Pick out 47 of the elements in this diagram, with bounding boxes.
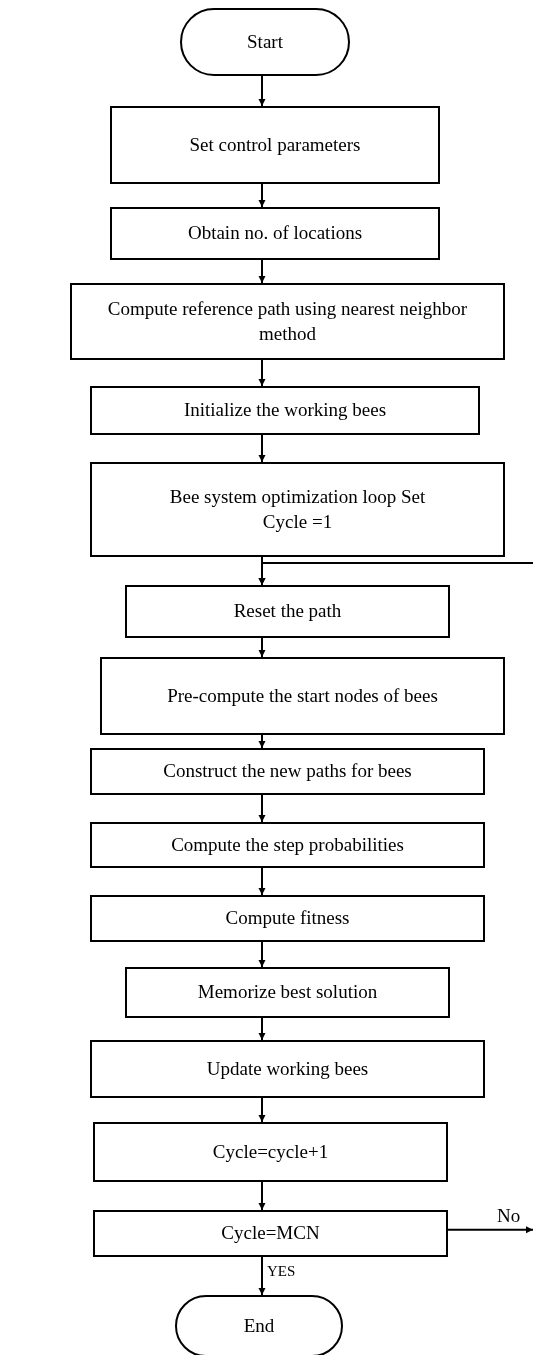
node-text: Compute the step probabilities <box>170 832 405 857</box>
process-box <box>125 585 450 638</box>
process-box <box>90 386 480 435</box>
node-text: Cycle=cycle+1 <box>211 1139 330 1164</box>
arrow <box>258 941 266 968</box>
process-box <box>90 462 505 557</box>
process-box <box>90 748 485 795</box>
arrow <box>258 359 266 387</box>
arrow <box>258 1181 266 1211</box>
node-text: Obtain no. of locations <box>186 221 364 246</box>
arrow <box>258 637 266 658</box>
terminal-shape <box>175 1295 343 1355</box>
node-text: Reset the path <box>232 599 343 624</box>
node-text: Bee system optimization loop Set Cycle =1 <box>168 484 427 534</box>
process-box <box>100 657 505 735</box>
node-text: Initialize the working bees <box>182 398 388 423</box>
node-text: Memorize best solution <box>196 980 379 1005</box>
node-text: Construct the new paths for bees <box>162 759 413 784</box>
process-box <box>93 1122 448 1182</box>
arrow <box>258 867 266 896</box>
node-text: Compute reference path using nearest neighbor method <box>106 296 469 346</box>
node-text: Pre-compute the start nodes of bees <box>166 683 439 708</box>
process-box <box>90 1040 485 1098</box>
node-text: Set control parameters <box>188 132 362 157</box>
process-box <box>125 967 450 1018</box>
arrow <box>258 1256 266 1296</box>
node-text: End <box>242 1313 276 1338</box>
process-box <box>110 207 440 260</box>
node-text: Cycle=MCN <box>220 1221 321 1246</box>
arrow <box>258 794 266 823</box>
arrow <box>258 259 266 284</box>
arrow <box>258 1017 266 1041</box>
node-text: Start <box>246 29 284 54</box>
process-box <box>93 1210 448 1257</box>
process-box <box>110 106 440 184</box>
process-box <box>70 283 505 360</box>
arrow <box>447 1226 534 1234</box>
arrow <box>258 734 266 749</box>
arrow <box>258 434 266 463</box>
process-box <box>90 822 485 868</box>
arrow <box>258 183 266 208</box>
arrow <box>258 75 266 107</box>
node-text: Update working bees <box>205 1056 370 1081</box>
node-text: Compute fitness <box>224 906 351 931</box>
process-box <box>90 895 485 942</box>
arrow <box>258 562 534 586</box>
arrow <box>258 1097 266 1123</box>
